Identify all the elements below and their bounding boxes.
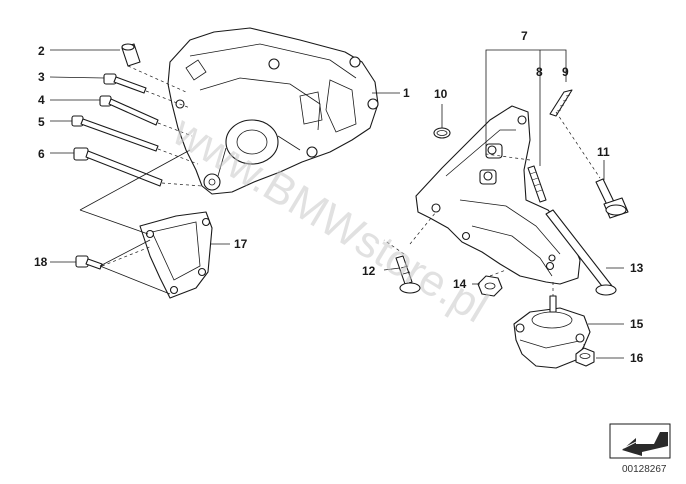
leader-lines: [49, 49, 624, 359]
callout-15: 15: [630, 317, 644, 331]
callout-5: 5: [38, 115, 45, 129]
assembly-lines: [79, 65, 601, 348]
callout-10: 10: [434, 87, 448, 101]
callout-2: 2: [38, 44, 45, 58]
bolt-part-11[interactable]: [595, 178, 629, 219]
bolt-part-3[interactable]: [103, 73, 147, 94]
rubber-mount-part[interactable]: [513, 295, 591, 369]
callout-7: 7: [521, 29, 528, 43]
callout-labels: 1 2 3 4 5 6 7 8 9 10 11 12 13 14 15 16 1…: [34, 29, 644, 365]
engine-mount-bracket[interactable]: [415, 105, 581, 285]
callout-13: 13: [630, 261, 644, 275]
callout-16: 16: [630, 351, 644, 365]
gusset-bracket[interactable]: [139, 211, 213, 299]
sleeve-part[interactable]: [121, 43, 141, 67]
nut-part-16[interactable]: [575, 347, 595, 367]
bolt-part-6[interactable]: [73, 147, 163, 187]
callout-1: 1: [403, 86, 410, 100]
arrow-icon[interactable]: [609, 423, 671, 459]
callout-3: 3: [38, 70, 45, 84]
callout-17: 17: [234, 237, 248, 251]
engine-support-bracket[interactable]: [167, 27, 379, 195]
drawing-code: 00128267: [622, 464, 667, 475]
o-ring-part[interactable]: [433, 127, 451, 139]
nut-part-14[interactable]: [477, 275, 503, 297]
callout-9: 9: [562, 65, 569, 79]
callout-11: 11: [597, 145, 610, 159]
bolt-part-12[interactable]: [395, 255, 421, 294]
callout-4: 4: [38, 93, 45, 107]
bolt-part-18[interactable]: [75, 255, 103, 270]
stud-part-9[interactable]: [549, 89, 573, 117]
bolt-part-13[interactable]: [545, 209, 617, 296]
callout-14: 14: [453, 277, 467, 291]
callout-8: 8: [536, 65, 543, 79]
callout-18: 18: [34, 255, 48, 269]
callout-6: 6: [38, 147, 45, 161]
stud-part-8[interactable]: [527, 165, 547, 203]
bolt-part-5[interactable]: [71, 115, 159, 152]
callout-12: 12: [362, 264, 376, 278]
bolt-part-4[interactable]: [99, 95, 159, 126]
